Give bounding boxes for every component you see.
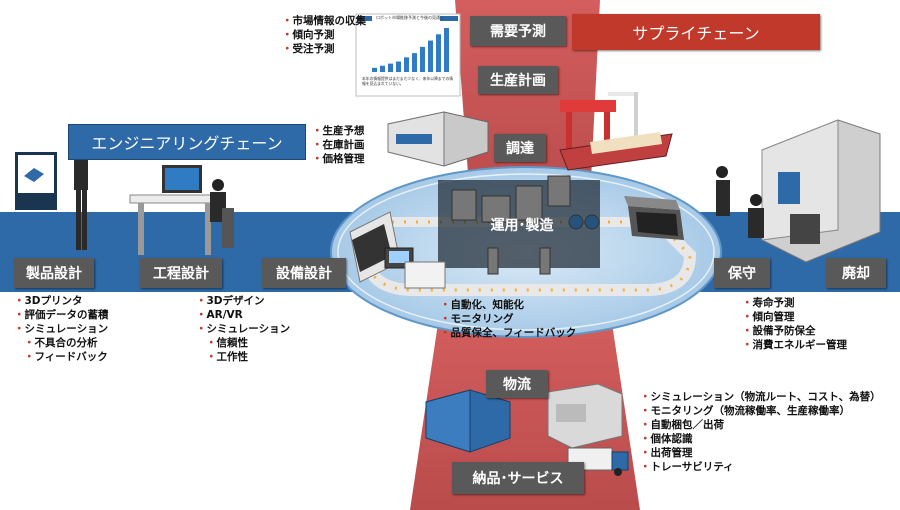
list-item: 在庫計画 xyxy=(312,138,365,152)
list-item: 信頼性 xyxy=(196,336,290,350)
list-item: 3Dデザイン xyxy=(196,294,290,308)
stage-process-design: 工程設計 xyxy=(140,258,222,288)
list-item: フィードバック xyxy=(14,350,109,364)
stage-procurement: 調達 xyxy=(494,134,546,162)
report-bar xyxy=(428,40,433,72)
report-caption: 本年の情報提供はまだまだ少なく、来年以降までの情報を見込まれていない。 xyxy=(362,76,454,86)
stage-demand-forecast: 需要予測 xyxy=(470,16,566,46)
list-item: 不具合の分析 xyxy=(14,336,109,350)
list-item: シミュレーション xyxy=(196,322,291,336)
list-item: 消費エネルギー管理 xyxy=(742,338,848,352)
list-item: 評価データの蓄積 xyxy=(14,308,109,322)
stage-delivery-service: 納品･サービス xyxy=(452,462,584,494)
stage-disposal: 廃却 xyxy=(826,258,886,288)
list-item: AR/VR xyxy=(196,308,290,322)
process-design-list: 3Dデザイン AR/VR シミュレーション 信頼性 工作性 xyxy=(196,294,291,364)
list-item: 自動化、知能化 xyxy=(440,298,576,312)
list-item: モニタリング（物流稼働率、生産稼働率） xyxy=(640,404,881,418)
report-bar xyxy=(396,61,401,72)
control-terminal xyxy=(384,247,446,289)
list-item: 品質保全、フィードバック xyxy=(440,326,577,340)
report-bar xyxy=(404,57,409,72)
port-crane-ship xyxy=(559,92,673,171)
stage-product-design: 製品設計 xyxy=(14,258,94,288)
list-item: 傾向予測 xyxy=(282,28,366,42)
list-item: 出荷管理 xyxy=(640,446,881,460)
factory-machines xyxy=(451,175,600,275)
product-design-list: 3Dプリンタ 評価データの蓄積 シミュレーション 不具合の分析 フィードバック xyxy=(14,294,109,364)
report-title: ロボット市場推移予測と今後の見通し xyxy=(376,15,444,20)
list-item: 寿命予測 xyxy=(742,296,847,310)
engineering-chain-header: エンジニアリングチェーン xyxy=(68,124,306,160)
list-item: 市場情報の収集 xyxy=(282,14,367,28)
stage-maintenance: 保守 xyxy=(714,258,770,288)
list-item: 価格管理 xyxy=(312,152,365,166)
report-bar xyxy=(380,65,385,72)
warehouse-scene xyxy=(425,383,629,476)
list-item: 工作性 xyxy=(196,350,290,364)
operation-list: 自動化、知能化 モニタリング 品質保全、フィードバック xyxy=(440,298,577,340)
list-item: 自動梱包／出荷 xyxy=(640,418,881,432)
logistics-list: シミュレーション（物流ルート、コスト、為替） モニタリング（物流稼働率、生産稼働… xyxy=(640,390,881,474)
list-item: シミュレーション（物流ルート、コスト、為替） xyxy=(640,390,881,404)
factory-building xyxy=(387,111,489,167)
report-bar xyxy=(420,46,425,72)
report-bar xyxy=(444,28,449,72)
report-bar xyxy=(412,53,417,72)
stage-equipment-design: 設備設計 xyxy=(262,258,346,288)
report-thumbnail xyxy=(355,13,461,97)
maintenance-scene xyxy=(716,119,881,263)
report-bar xyxy=(436,34,441,72)
engineer-desk-scene xyxy=(15,146,234,255)
conveyor-tunnel-right xyxy=(624,196,684,240)
list-item: 生産予想 xyxy=(312,124,365,138)
list-item: シミュレーション xyxy=(14,322,109,336)
stage-logistics: 物流 xyxy=(486,370,548,398)
market-list: 市場情報の収集 傾向予測 受注予測 xyxy=(282,14,367,56)
list-item: 3Dプリンタ xyxy=(14,294,109,308)
stage-production-planning: 生産計画 xyxy=(478,66,558,94)
report-bar xyxy=(388,63,393,72)
list-item: 受注予測 xyxy=(282,42,366,56)
report-bar xyxy=(372,67,377,72)
list-item: トレーサビリティ xyxy=(640,460,881,474)
stage-operation: 運用･製造 xyxy=(490,218,554,234)
list-item: 設備予防保全 xyxy=(742,324,847,338)
report-bars xyxy=(372,28,449,72)
list-item: 傾向管理 xyxy=(742,310,847,324)
supply-chain-header: サプライチェーン xyxy=(572,14,820,50)
list-item: 個体認識 xyxy=(640,432,881,446)
planning-list: 生産予想 在庫計画 価格管理 xyxy=(312,124,365,166)
maintenance-list: 寿命予測 傾向管理 設備予防保全 消費エネルギー管理 xyxy=(742,296,848,352)
list-item: モニタリング xyxy=(440,312,576,326)
